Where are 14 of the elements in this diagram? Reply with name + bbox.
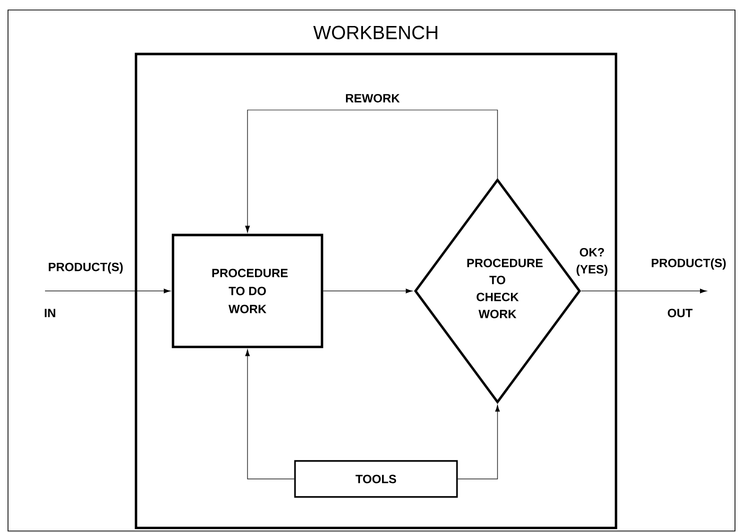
text-label: PRODUCT(S) — [652, 258, 726, 270]
arrow — [580, 288, 707, 294]
arrow — [245, 349, 294, 480]
process-box: PROCEDURE TO DO WORK — [172, 234, 324, 348]
text-label: PRODUCT(S) — [48, 262, 123, 274]
arrow — [322, 288, 413, 294]
node-label: WORKBENCH — [313, 26, 438, 40]
arrow — [245, 110, 498, 233]
edge-label: REWORK — [346, 94, 400, 102]
tools-box: TOOLS — [294, 460, 458, 498]
arrow — [458, 404, 500, 480]
text-label: OUT — [668, 308, 693, 318]
arrow — [44, 288, 171, 294]
text-label: IN — [44, 308, 56, 318]
